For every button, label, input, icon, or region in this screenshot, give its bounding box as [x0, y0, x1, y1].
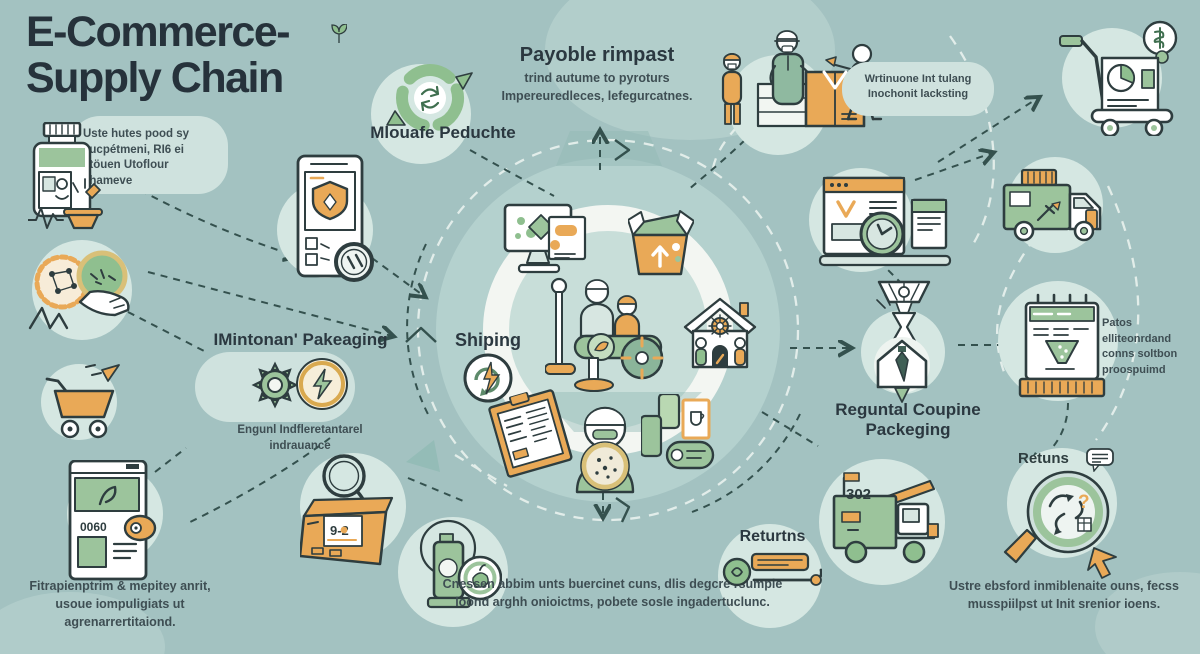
top-heading-text: Payoble rimpast	[519, 44, 675, 66]
funnel-house-icon	[874, 280, 931, 403]
top-subline2: Impereuredleces, lefegurcatnes.	[501, 88, 693, 103]
shield-phone-icon	[296, 154, 374, 282]
pill-bottle-icon	[28, 122, 103, 230]
regional-label: Reguntal Coupine Packeging	[828, 400, 988, 439]
title-line1: E-Commerce-	[26, 8, 291, 56]
gear-icon	[251, 361, 299, 409]
storefront-phone-icon: 0060	[68, 460, 157, 581]
package-search-icon: 9-2	[300, 454, 394, 566]
clipboard-icon	[488, 389, 573, 478]
right-paragraph-text: Patos elliteonrdand conns soltbon proosp…	[1102, 317, 1178, 376]
open-box-icon	[628, 210, 694, 276]
warehouse-bubble-text: Wrtinuone Int tulang Inochonit lacksting	[864, 73, 972, 100]
manufacture-label-text: Mlouafe Peduchte	[370, 123, 516, 142]
speech-bubble-icon	[1086, 448, 1114, 472]
shipping-badge-icon	[463, 353, 513, 403]
regional-label-line1: Reguntal Coupine	[835, 400, 981, 419]
packaging-sub2: indrauance	[269, 440, 331, 453]
storefront-number: 0060	[80, 520, 107, 534]
house-gear-icon	[683, 297, 757, 369]
sprout-icon	[331, 24, 347, 43]
packing-station-icon	[545, 277, 664, 392]
bottom-right-text: Ustre ebsford inmiblenaite ouns, fecss m…	[949, 579, 1179, 611]
bottom-center-text: Cnessen abbim unts buercinet cuns, dlis …	[442, 577, 783, 609]
cart-icon	[45, 364, 120, 439]
returns-tool-icon	[722, 552, 822, 587]
packaging-label-text: IMintonan' Pakeaging	[213, 330, 388, 349]
manufacture-label: Mlouafe Peduchte	[343, 123, 543, 143]
packaging-label: IMintonan' Pakeaging	[213, 330, 388, 350]
inspection-hand-icon	[28, 250, 130, 330]
top-heading: Payoble rimpast	[452, 44, 742, 67]
returns-big-label: Returtns	[715, 528, 830, 546]
monitor-icon	[503, 203, 587, 274]
search-recycle-icon: ?	[1003, 470, 1117, 579]
right-paragraph: Patos elliteonrdand conns soltbon proosp…	[1102, 316, 1197, 378]
top-subtext: trind autume to pyroturs Impereuredleces…	[437, 70, 757, 106]
truck-number: 302	[846, 486, 871, 503]
browser-clock-icon	[818, 176, 952, 267]
svg-text:?: ?	[1078, 492, 1090, 513]
warehouse-bubble: Wrtinuone Int tulang Inochonit lacksting	[842, 62, 994, 116]
supplier-bubble-text: Uste hutes pood sy cucpétmeni, RI6 ei st…	[83, 128, 190, 187]
shipping-label-text: Shiping	[455, 330, 521, 350]
regional-label-line2: Packeging	[865, 419, 951, 439]
bottom-left-text: Fitrapienptrim & mepitey anrit, usoue io…	[29, 579, 211, 629]
bottom-left-paragraph: Fitrapienptrim & mepitey anrit, usoue io…	[16, 578, 224, 631]
truck-302-icon	[832, 472, 939, 564]
supplier-bubble: Uste hutes pood sy cucpétmeni, RI6 ei st…	[70, 116, 228, 194]
top-subline1: trind autume to pyroturs	[524, 71, 670, 85]
shipping-label: Shiping	[428, 330, 548, 351]
recycle-icon	[386, 64, 473, 132]
title-line2: Supply Chain	[26, 53, 284, 102]
packaging-sub1: Engunl Indfleretantarel	[237, 424, 363, 436]
page-title: E-Commerce- Supply Chain	[26, 8, 291, 102]
delivery-truck-icon	[1002, 168, 1102, 242]
calendar-funnel-icon	[1018, 293, 1106, 398]
bottom-right-paragraph: Ustre ebsford inmiblenaite ouns, fecss m…	[938, 578, 1190, 614]
returns-small-label: Retuns	[1018, 450, 1069, 467]
packaging-subtext: Engunl Indfleretantarel indrauance	[210, 422, 390, 455]
supplies-icon	[641, 394, 715, 470]
coin-icon	[296, 358, 348, 410]
canister-badge-icon	[419, 519, 502, 609]
returns-small-text: Retuns	[1018, 450, 1069, 467]
truck-number-text: 302	[846, 486, 872, 503]
cart-dollar-icon	[1059, 20, 1178, 136]
returns-big-text: Returtns	[739, 528, 806, 545]
inspector-badge-icon	[575, 406, 635, 494]
bottom-center-paragraph: Cnessen abbim unts buercinet cuns, dlis …	[440, 576, 785, 612]
